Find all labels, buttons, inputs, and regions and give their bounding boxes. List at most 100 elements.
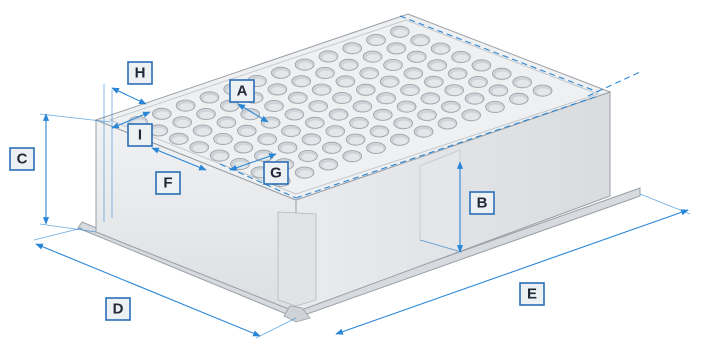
well-inner: [268, 103, 282, 111]
well-inner: [393, 137, 408, 145]
well-inner: [298, 62, 313, 70]
label-f: F: [155, 171, 181, 195]
well-inner: [383, 79, 398, 87]
well-inner: [414, 37, 428, 46]
well-inner: [363, 70, 377, 78]
well-inner: [329, 128, 343, 136]
well-inner: [495, 71, 510, 79]
well-inner: [376, 112, 391, 120]
well-inner: [200, 111, 214, 119]
well-inner: [472, 79, 486, 87]
well-inner: [349, 137, 364, 145]
well-inner: [172, 136, 187, 144]
well-inner: [346, 45, 360, 54]
well-inner: [366, 54, 381, 62]
label-e: E: [519, 282, 545, 306]
well-inner: [404, 87, 418, 95]
well-inner: [220, 120, 234, 128]
well-inner: [417, 129, 432, 137]
well-inner: [359, 87, 374, 95]
well-inner: [240, 128, 255, 136]
well-inner: [288, 112, 303, 120]
well-inner: [319, 70, 333, 78]
well-inner: [492, 88, 507, 96]
label-b-text: B: [477, 195, 488, 212]
well-inner: [387, 62, 401, 70]
well-inner: [390, 46, 405, 54]
well-inner: [370, 37, 384, 45]
well-inner: [475, 63, 490, 71]
well-inner: [302, 153, 316, 161]
label-c-text: C: [17, 151, 28, 168]
well-grid: [128, 25, 553, 187]
well-inner: [281, 145, 296, 153]
well-inner: [455, 54, 469, 62]
label-a: A: [229, 79, 255, 103]
well-inner: [536, 88, 551, 96]
well-inner: [400, 104, 415, 112]
label-e-text: E: [527, 286, 537, 303]
label-g-text: G: [270, 165, 282, 182]
well-inner: [407, 71, 422, 79]
well-inner: [322, 54, 337, 62]
well-inner: [223, 103, 238, 111]
well-inner: [237, 145, 251, 153]
well-inner: [427, 79, 442, 87]
well-inner: [196, 128, 211, 136]
label-d-text: D: [113, 301, 124, 318]
well-inner: [424, 96, 439, 104]
well-inner: [516, 79, 530, 87]
well-inner: [274, 70, 289, 78]
label-h-text: H: [135, 65, 146, 82]
well-inner: [176, 119, 190, 127]
label-i-text: I: [138, 127, 142, 144]
well-inner: [451, 71, 466, 79]
well-inner: [444, 104, 459, 112]
well-inner: [285, 128, 299, 136]
well-inner: [373, 129, 388, 137]
well-inner: [213, 153, 228, 161]
well-inner: [380, 95, 394, 103]
well-inner: [203, 95, 217, 103]
label-b: B: [469, 191, 495, 215]
well-inner: [356, 104, 371, 112]
well-inner: [410, 54, 425, 62]
well-inner: [298, 170, 313, 178]
well-inner: [468, 96, 483, 104]
well-inner: [271, 87, 286, 95]
well-inner: [305, 137, 320, 145]
well-inner: [512, 96, 527, 104]
well-inner: [155, 111, 170, 119]
well-inner: [217, 136, 231, 144]
well-inner: [322, 162, 337, 170]
well-inner: [308, 120, 323, 128]
well-inner: [152, 128, 166, 136]
well-inner: [393, 29, 408, 37]
well-inner: [441, 121, 456, 129]
well-inner: [179, 103, 194, 111]
dimension-lines: [33, 15, 691, 339]
well-inner: [465, 112, 479, 120]
well-inner: [339, 79, 354, 87]
label-i: I: [127, 123, 153, 147]
well-inner: [370, 145, 384, 153]
well-inner: [431, 62, 445, 70]
label-f-text: F: [163, 175, 172, 192]
well-inner: [342, 62, 357, 70]
label-c: C: [9, 147, 35, 171]
well-inner: [261, 136, 275, 144]
well-inner: [315, 87, 330, 95]
well-inner: [332, 112, 347, 120]
label-a-text: A: [237, 83, 248, 100]
label-g: G: [263, 161, 289, 185]
well-inner: [295, 78, 309, 86]
well-inner: [448, 87, 462, 95]
well-inner: [291, 95, 306, 103]
well-inner: [434, 46, 449, 54]
well-inner: [312, 103, 326, 111]
label-d: D: [105, 297, 131, 321]
well-inner: [397, 120, 411, 128]
well-inner: [336, 95, 350, 103]
well-inner: [325, 145, 340, 153]
